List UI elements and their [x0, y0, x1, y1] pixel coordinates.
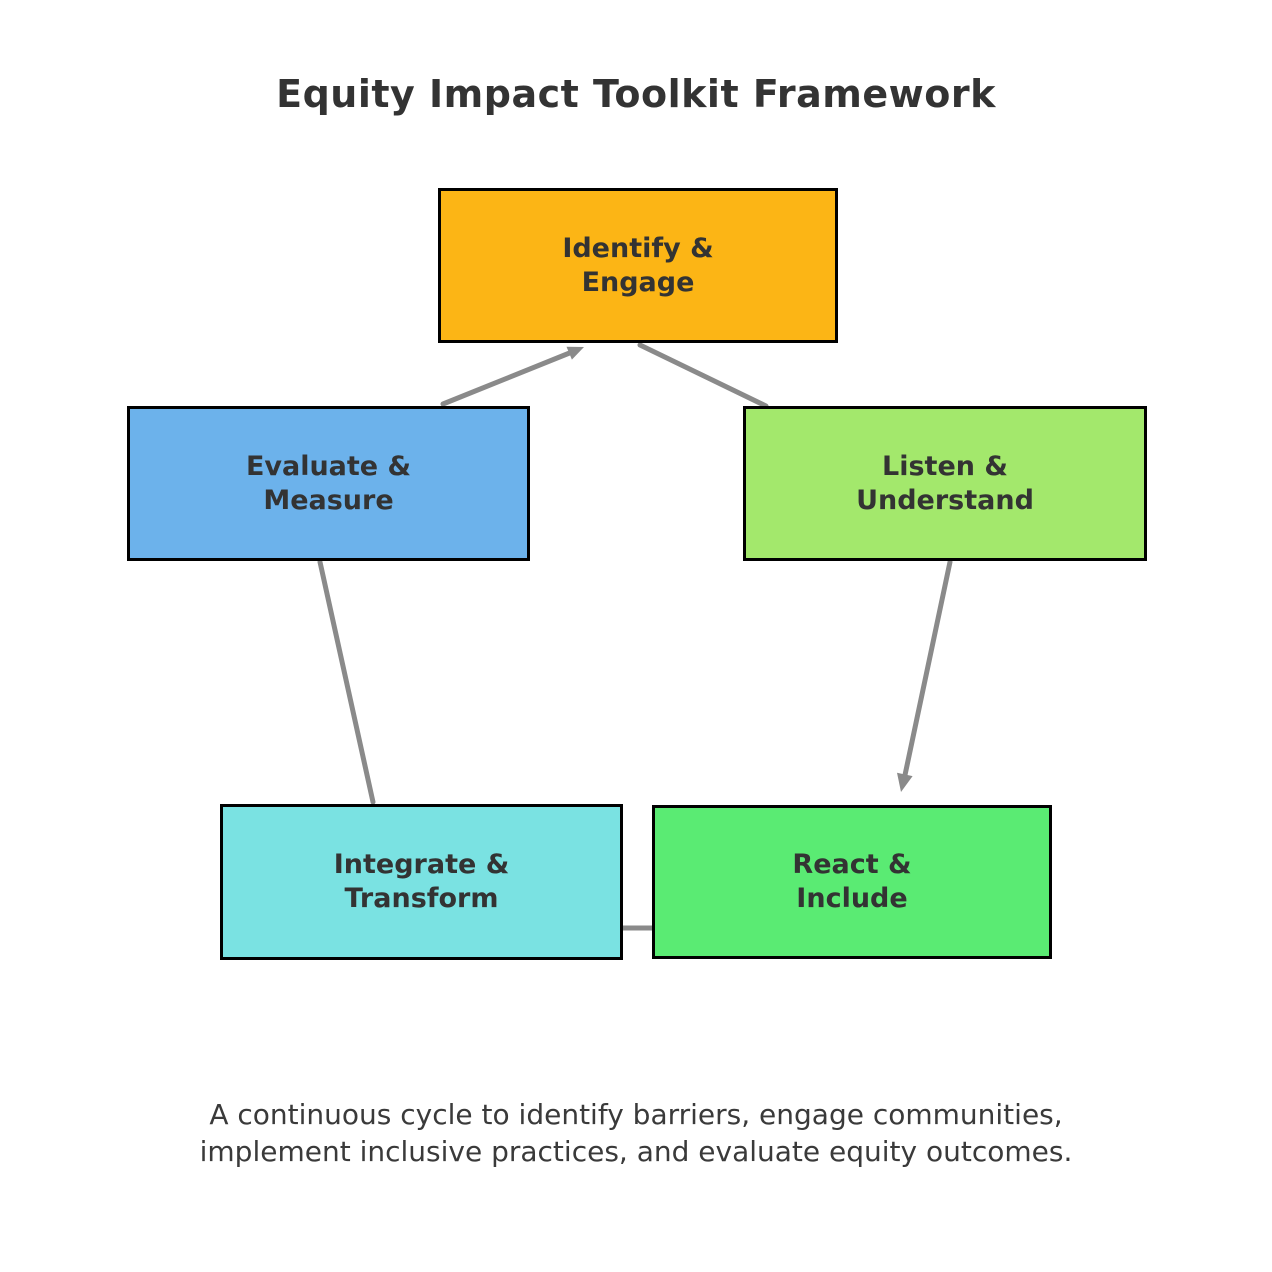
- arrowhead-into-react: [897, 772, 913, 792]
- node-label-line: Measure: [263, 484, 394, 516]
- node-label-line: Transform: [344, 883, 499, 914]
- node-evaluate-measure: Evaluate & Measure: [127, 406, 530, 561]
- node-integrate-transform: Integrate & Transform: [220, 804, 623, 960]
- diagram-title: Equity Impact Toolkit Framework: [276, 72, 996, 116]
- node-react-include: React & Include: [652, 805, 1052, 959]
- node-listen-understand: Listen & Understand: [743, 406, 1147, 561]
- node-identify-engage: Identify & Engage: [438, 188, 838, 343]
- node-label-line: Identify &: [562, 232, 714, 264]
- node-label-line: Understand: [856, 484, 1034, 516]
- caption-line-1: A continuous cycle to identify barriers,…: [209, 1098, 1063, 1131]
- edge-listen-to-react: [902, 559, 953, 778]
- node-label-line: React &: [792, 849, 912, 880]
- node-label-line: Engage: [581, 266, 695, 298]
- caption-line-2: implement inclusive practices, and evalu…: [199, 1135, 1073, 1168]
- node-label-line: Include: [796, 883, 908, 914]
- diagram-caption: A continuous cycle to identify barriers,…: [0, 1096, 1272, 1170]
- edge-identify-to-listen: [637, 342, 769, 409]
- node-label-line: Evaluate &: [245, 450, 412, 482]
- node-label-line: Listen &: [882, 450, 1008, 482]
- arrowhead-into-identify: [566, 346, 584, 360]
- node-label-line: Integrate &: [333, 849, 510, 880]
- edge-integrate-to-evaluate: [317, 559, 376, 805]
- edge-evaluate-to-identify: [440, 349, 575, 407]
